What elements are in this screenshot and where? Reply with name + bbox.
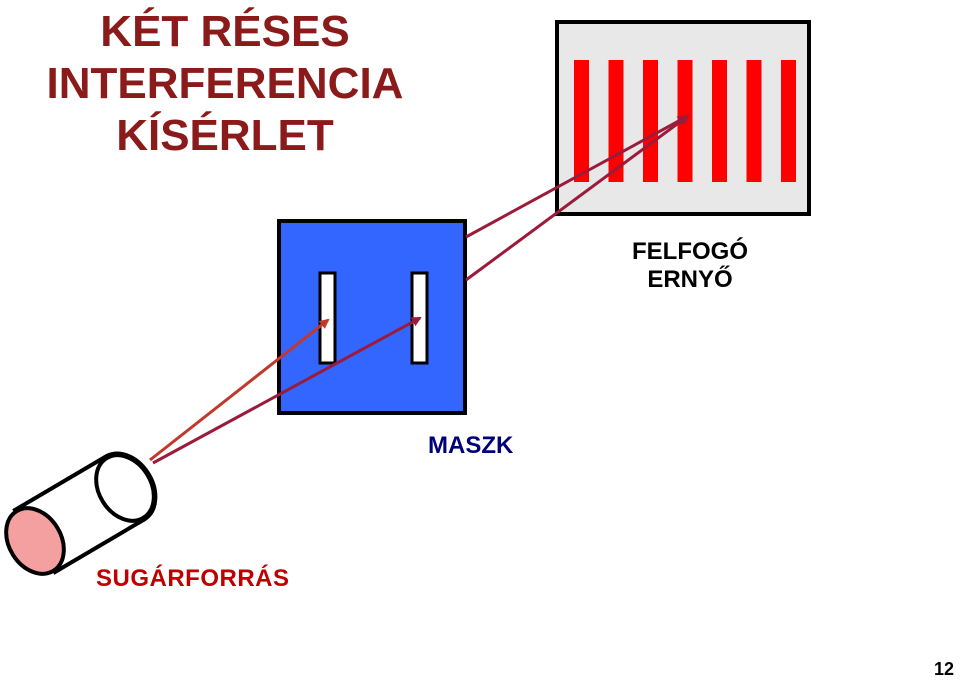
fringe-1 — [574, 60, 589, 182]
source-back-end — [94, 453, 156, 523]
source-label: SUGÁRFORRÁS — [96, 565, 290, 592]
light-source — [4, 451, 158, 576]
title-line-1: KÉT RÉSES — [100, 7, 350, 56]
page-title: KÉT RÉSES INTERFERENCIA KÍSÉRLET — [10, 6, 440, 162]
ray-left-slit-to-screen — [465, 115, 688, 239]
screen-label-line-2: ERNYŐ — [647, 266, 733, 293]
mask-label: MASZK — [428, 432, 514, 459]
fringe-6 — [746, 60, 762, 182]
title-line-2: INTERFERENCIA — [46, 59, 404, 108]
mask-panel — [277, 219, 467, 415]
fringe-3 — [643, 60, 658, 182]
fringe-7 — [781, 60, 796, 182]
slit-left — [318, 271, 337, 365]
screen-label: FELFOGÓ ERNYŐ — [600, 238, 780, 294]
fringe-5 — [712, 60, 727, 182]
ray-right-slit-to-screen — [465, 114, 690, 282]
ray-source-to-right-slit — [152, 316, 422, 465]
source-front-face — [4, 506, 66, 576]
screen-label-line-1: FELFOGÓ — [632, 238, 748, 265]
page-number: 12 — [933, 659, 954, 679]
mask — [277, 219, 467, 415]
ray-source-to-left-slit — [149, 318, 330, 462]
title-line-3: KÍSÉRLET — [116, 111, 334, 160]
